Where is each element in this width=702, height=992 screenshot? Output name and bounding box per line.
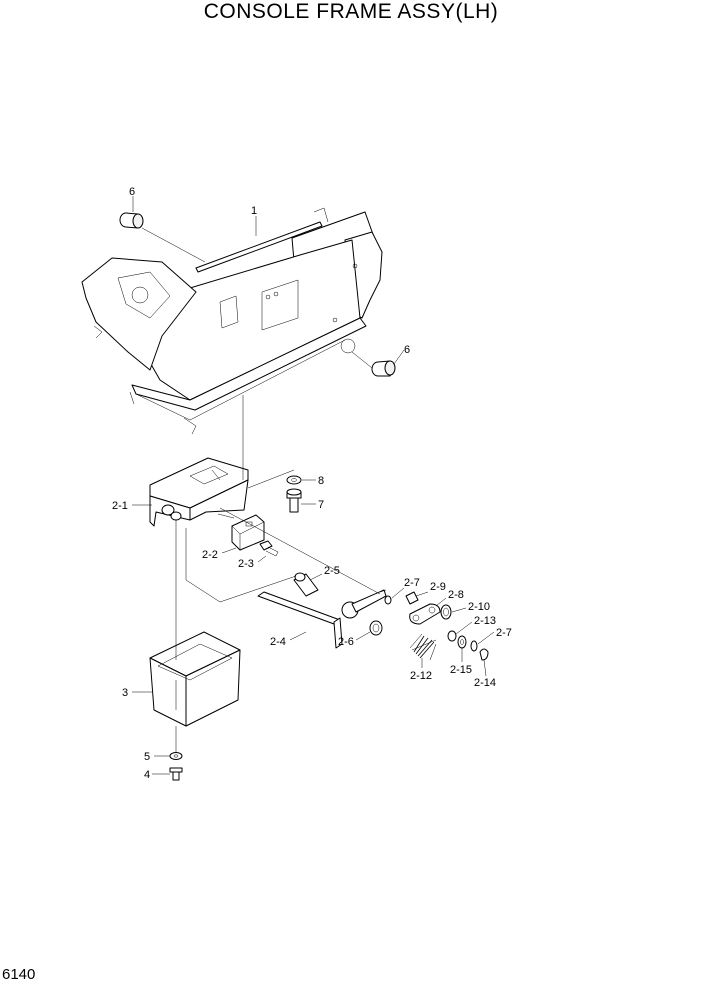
callout-2-14: 2-14: [474, 677, 496, 689]
callout-2-15: 2-15: [450, 664, 472, 676]
callout-2-10: 2-10: [468, 601, 490, 613]
nut-part-2-13: [447, 630, 457, 642]
callout-2-13: 2-13: [474, 615, 496, 627]
page-number: 6140: [2, 966, 36, 983]
ring-part-2-7-lower: [470, 640, 478, 652]
page-title: CONSOLE FRAME ASSY(LH): [203, 0, 499, 23]
callout-2-8: 2-8: [448, 589, 464, 601]
callout-2-2: 2-2: [202, 549, 218, 561]
lever-part-2-4: [257, 589, 387, 649]
ring-part-2-10: [440, 604, 452, 620]
callout-2-7-lower: 2-7: [496, 627, 512, 639]
plate-part-2-8: [409, 603, 441, 625]
callout-2-9: 2-9: [430, 581, 446, 593]
spring-part-2-12: [409, 633, 437, 661]
callout-1: 1: [251, 205, 257, 217]
callout-2-7-upper: 2-7: [404, 577, 420, 589]
callout-7: 7: [318, 499, 324, 511]
ring-part-2-7-upper: [384, 595, 392, 605]
callout-3: 3: [122, 687, 128, 699]
callout-2-4: 2-4: [270, 636, 286, 648]
callout-5: 5: [144, 751, 150, 763]
callout-8: 8: [318, 475, 324, 487]
pin-part-2-9: [405, 591, 419, 605]
switch-part-2-2: [231, 514, 265, 551]
bolt-part-4: [169, 767, 183, 781]
bushing-part-2-5: [293, 572, 319, 597]
callout-2-1: 2-1: [112, 500, 128, 512]
clip-part-2-14: [479, 648, 489, 661]
bracket-part-2-1: [149, 457, 249, 527]
washer-part-2-15: [457, 635, 467, 649]
cover-part-3: [149, 631, 241, 727]
washer-part-5: [169, 752, 183, 760]
bushing-part-6-upper: [119, 212, 144, 229]
exploded-parts-diagram: 1 6 6 8 7 2-1 2-2 2-3 2-5 2-7 2-9 2-8 2-…: [81, 186, 512, 781]
bolt-part-7: [286, 488, 302, 513]
bushing-part-6-lower: [371, 360, 396, 377]
ring-part-2-6: [369, 620, 383, 636]
callout-6-upper: 6: [129, 186, 135, 198]
callout-2-12: 2-12: [410, 670, 432, 682]
callout-labels: 1 6 6 8 7 2-1 2-2 2-3 2-5 2-7 2-9 2-8 2-…: [112, 186, 512, 781]
callout-2-3: 2-3: [238, 558, 254, 570]
washer-part-8: [286, 475, 302, 485]
callout-4: 4: [144, 769, 150, 781]
callout-6-lower: 6: [404, 344, 410, 356]
screw-part-2-3: [259, 540, 279, 557]
callout-2-6: 2-6: [338, 636, 354, 648]
leader-lines: [132, 196, 495, 775]
callout-2-5: 2-5: [324, 565, 340, 577]
console-frame-part-1: [81, 207, 383, 435]
